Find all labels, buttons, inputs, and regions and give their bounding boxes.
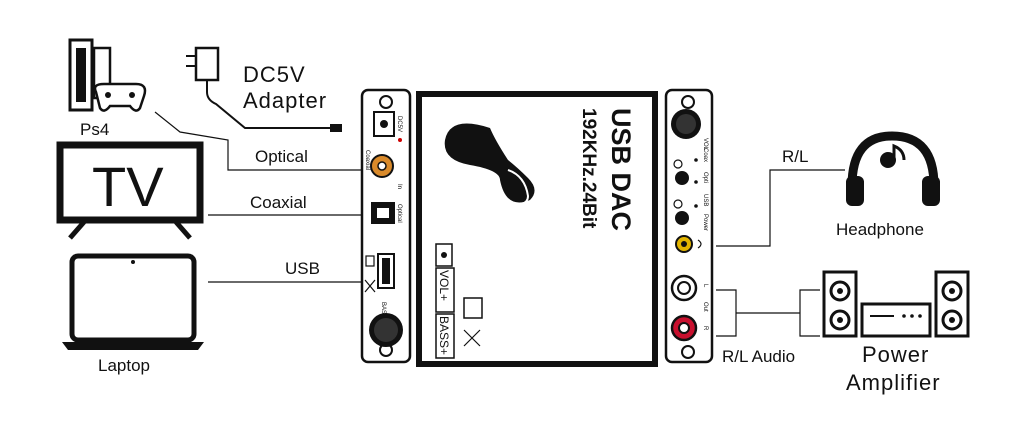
- power-adapter-icon: [186, 46, 342, 132]
- dac-subtitle: 192KHz.24Bit: [578, 108, 599, 229]
- opti-indicator-label: Opti: [702, 172, 708, 183]
- input-select-button-icon: [673, 159, 683, 169]
- headphone-cable-label: R/L: [782, 147, 808, 166]
- headphone-cable-line: [716, 169, 845, 247]
- dc5v-port-label: DC5V: [396, 116, 402, 132]
- laptop-label: Laptop: [98, 356, 150, 375]
- main-usb-symbol-icon: [463, 297, 483, 319]
- vol-knob-label: VOL: [702, 138, 708, 151]
- adapter-label-line2: Adapter: [243, 88, 327, 113]
- adapter-label-line1: DC5V: [243, 62, 306, 87]
- bass-plus-label: BASS+: [437, 316, 451, 355]
- rl-output-bracket: [716, 289, 737, 337]
- coaxial-port-label: Coaxial: [364, 150, 370, 170]
- power-indicator-label: Power: [702, 214, 708, 231]
- optical-port-label: Optical: [396, 204, 402, 223]
- no-usb-symbol-icon: [364, 279, 376, 293]
- right-out-label: R: [702, 326, 708, 331]
- amplifier-unit-icon: [860, 302, 932, 338]
- input-panel: DC5V Coaxial In Optical BASS: [360, 88, 412, 364]
- tv-icon: [56, 141, 204, 240]
- coax-indicator-label: Coax: [702, 148, 708, 162]
- vol-plus-label: VOL+: [437, 270, 451, 301]
- out-label: Out: [702, 302, 708, 312]
- laptop-icon: [62, 253, 204, 350]
- input-button-icon: [675, 171, 689, 185]
- output-panel: VOL Coax Opti USB Power L Out R: [664, 88, 714, 364]
- in-port-label: In: [396, 184, 402, 189]
- rl-audio-label: R/L Audio: [722, 347, 795, 366]
- headphone-icon: [846, 131, 940, 206]
- dac-main-unit: USB DAC 192KHz.24Bit VOL+ BASS+: [416, 91, 658, 367]
- usb-symbol-icon: [365, 255, 375, 267]
- music-note-icon: [880, 152, 896, 168]
- dac-title: USB DAC: [606, 108, 636, 231]
- amp-input-bracket: [799, 289, 820, 337]
- usb-cable-label: USB: [285, 259, 320, 278]
- amplifier-label-line1: Power: [862, 342, 929, 367]
- power-switch-symbol-icon: [673, 199, 683, 209]
- power-amplifier-icon: [822, 270, 970, 338]
- tv-label: TV: [92, 155, 164, 218]
- ps4-label: Ps4: [80, 120, 109, 139]
- swan-logo-icon: [444, 123, 535, 203]
- power-button-icon: [675, 211, 689, 225]
- coaxial-cable-label: Coaxial: [250, 193, 307, 212]
- usb-indicator-label: USB: [702, 194, 708, 206]
- bass-knob-label: BASS: [380, 302, 386, 318]
- optical-cable-line: [154, 111, 363, 171]
- main-no-usb-icon: [463, 329, 481, 347]
- amplifier-label-line2: Amplifier: [846, 370, 941, 395]
- gamepad-icon: [93, 82, 147, 112]
- left-out-label: L: [702, 284, 708, 288]
- optical-cable-label: Optical: [255, 147, 308, 166]
- headphone-label: Headphone: [836, 220, 924, 239]
